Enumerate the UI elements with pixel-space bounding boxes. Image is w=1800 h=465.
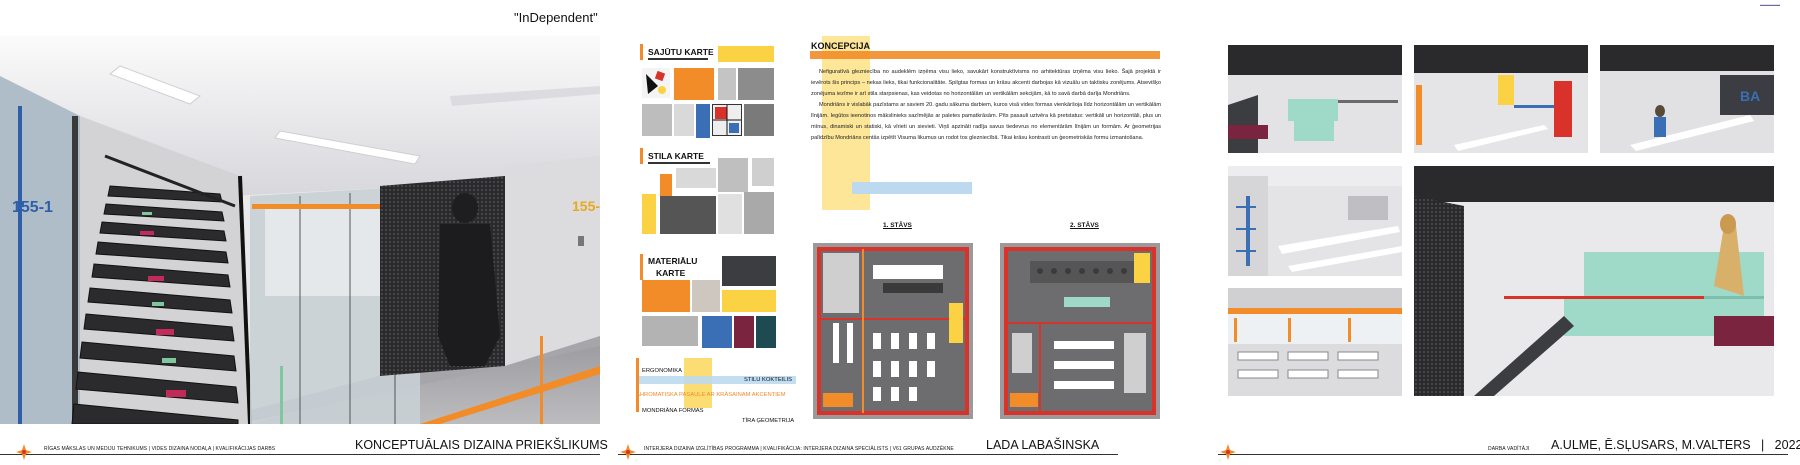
school-logo bbox=[620, 444, 636, 460]
label-accent bbox=[640, 148, 643, 164]
swatch-wall-photo bbox=[718, 194, 742, 234]
swatch-chair-photo bbox=[752, 158, 774, 186]
swatch-mondrian-shapes bbox=[642, 68, 670, 98]
legend-ergonomika: ERGONOMIKA bbox=[642, 368, 682, 374]
concept-body: Nefiguratīvā glezniecība no audeklēm izņ… bbox=[811, 67, 1161, 144]
legend-hromatiska: AHROMATISKA PASAULE AR KRĀSAINAM AKCENTI… bbox=[636, 392, 786, 398]
board-label-materialu-1: MATERIĀLU bbox=[648, 256, 698, 266]
swatch-steps-photo bbox=[660, 196, 716, 234]
swatch-orange bbox=[642, 280, 690, 312]
swatch-teal bbox=[756, 316, 776, 348]
room-sign-1: 155-1 bbox=[12, 199, 53, 216]
footer-divider-right bbox=[1218, 454, 1788, 455]
render-classroom-red bbox=[1414, 45, 1588, 153]
concept-orange-band bbox=[810, 51, 1160, 59]
concept-paragraph-1: Nefiguratīvā glezniecība no audeklēm izņ… bbox=[811, 69, 1161, 97]
swatch-yellow bbox=[642, 194, 656, 234]
label-underline bbox=[648, 58, 708, 60]
swatch-orange bbox=[674, 68, 714, 100]
floor-label-2: 2. STĀVS bbox=[1070, 222, 1099, 229]
swatch-burgundy bbox=[734, 316, 754, 348]
swatch-dark-photo bbox=[744, 104, 774, 136]
swatch-blue bbox=[702, 316, 732, 348]
swatch-yellow bbox=[722, 290, 776, 312]
concept-yellow-band bbox=[822, 36, 870, 210]
swatch-fabric bbox=[692, 280, 720, 312]
footer-institution: RĪGAS MĀKSLAS UN MEDIJU TEHNIKUMS | VIDE… bbox=[44, 446, 276, 452]
legend-tira: TĪRA ĢEOMETRIJA bbox=[742, 418, 795, 424]
label-underline bbox=[648, 162, 710, 164]
material-swatches bbox=[640, 256, 780, 352]
swatch-concrete bbox=[642, 316, 698, 346]
concept-title: KONCEPCIJA bbox=[811, 41, 871, 51]
label-accent bbox=[640, 44, 643, 60]
swatch-sketch-photo bbox=[642, 104, 672, 136]
floor-plan-2 bbox=[1000, 243, 1160, 419]
swatch-texture-photo bbox=[674, 104, 694, 136]
school-logo bbox=[16, 444, 32, 460]
footer-author: LADA LABAŠINSKA bbox=[986, 438, 1100, 452]
room-sign-3: 155-1 bbox=[572, 198, 600, 214]
footer-divider-left bbox=[0, 454, 600, 455]
concept-paragraph-2: Mondriāns ir vislabāk pazīstams ar savie… bbox=[811, 102, 1161, 141]
footer-divider-mid bbox=[618, 454, 1118, 455]
swatch-interior-photo bbox=[718, 158, 748, 192]
project-title: "InDependent" bbox=[514, 10, 598, 25]
label-accent bbox=[640, 254, 643, 280]
footer-supervisors: A.ULME, Ē.SĻUSARS, M.VALTERS | 2022 bbox=[1551, 438, 1800, 452]
legend-blue-bar bbox=[636, 376, 796, 384]
legend-mondriana: MONDRIĀNA FORMAS bbox=[642, 408, 704, 414]
legend-stilu: STILU KOKTEILIS bbox=[744, 377, 792, 383]
swatch-dark-metal bbox=[722, 256, 776, 286]
floor-label-1: 1. STĀVS bbox=[883, 222, 912, 229]
footer-program: INTERJERA DIZAINA IZGLĪTĪBAS PROGRAMMA |… bbox=[644, 446, 954, 452]
school-logo bbox=[1220, 444, 1236, 460]
swatch-stone-photo bbox=[738, 68, 774, 100]
mood-boards: SAJŪTU KARTE STILA KARTE MATERIĀLU KARTE bbox=[640, 44, 780, 280]
swatch-mondrian-grid bbox=[712, 104, 742, 136]
render-reception bbox=[1414, 166, 1774, 396]
concept-blue-band bbox=[852, 182, 972, 194]
swatch-orange bbox=[660, 174, 672, 196]
footer-supervisors-label: DARBA VADĪTĀJI bbox=[1488, 446, 1530, 452]
swatch-shelf-photo bbox=[744, 192, 774, 234]
corner-mark: ▬▬▬▬▬ bbox=[1760, 2, 1780, 7]
board-label-stila: STILA KARTE bbox=[648, 151, 704, 161]
svg-text:BA: BA bbox=[1740, 88, 1760, 104]
stair-render: 155-1 bbox=[0, 36, 600, 424]
board-label-materialu-2: KARTE bbox=[656, 268, 686, 278]
render-orange-classroom bbox=[1228, 288, 1402, 396]
board-label-sajutu: SAJŪTU KARTE bbox=[648, 47, 714, 57]
footer-section-title: KONCEPTUĀLAIS DIZAINA PRIEKŠLIKUMS bbox=[355, 438, 608, 452]
swatch-blue bbox=[696, 104, 710, 138]
legend-orange-bar bbox=[636, 358, 639, 412]
swatch-yellow bbox=[718, 46, 774, 62]
floor-plan-1 bbox=[813, 243, 973, 419]
render-shelves-room bbox=[1228, 166, 1402, 276]
render-study-hall: BA bbox=[1600, 45, 1774, 153]
render-lounge bbox=[1228, 45, 1402, 153]
swatch-table-photo bbox=[676, 168, 716, 188]
swatch-grey-photo bbox=[718, 68, 736, 100]
concept-legend: ERGONOMIKA STILU KOKTEILIS AHROMATISKA P… bbox=[636, 356, 796, 436]
